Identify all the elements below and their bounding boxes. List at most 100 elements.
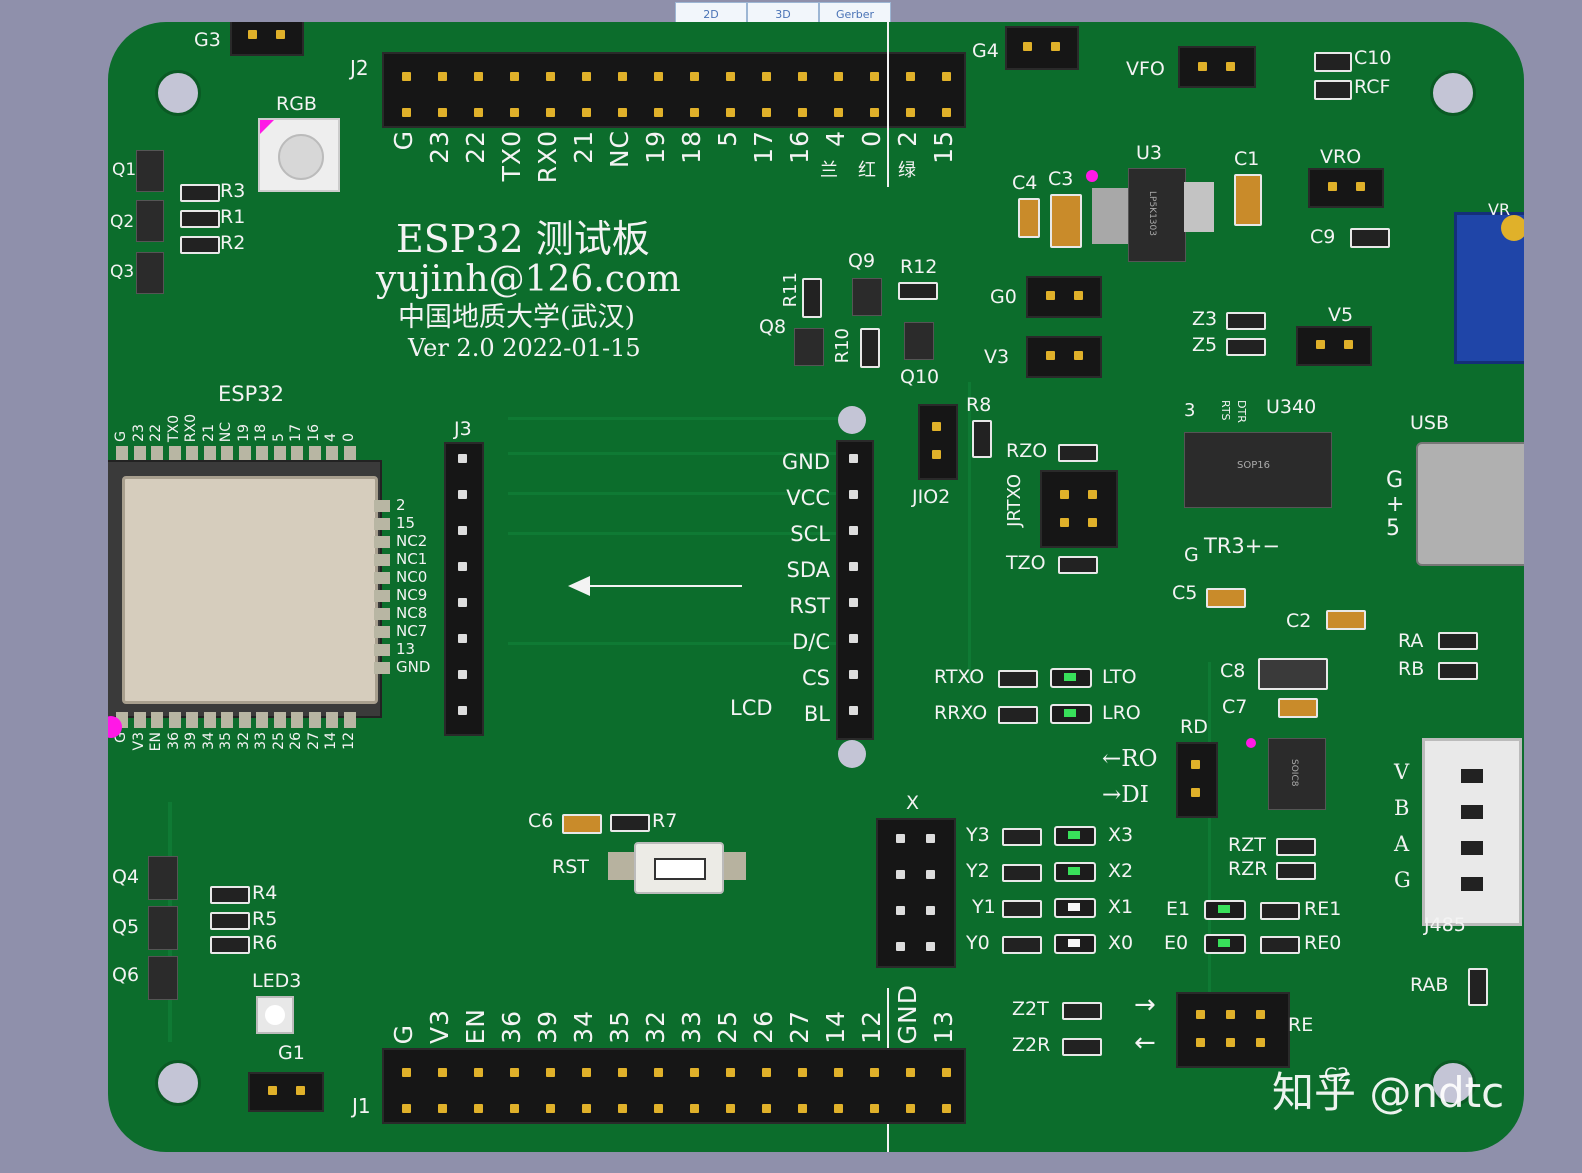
r2-label: R2 <box>220 232 246 254</box>
rs485-chip: SOIC8 <box>1268 738 1326 810</box>
header-pin <box>942 108 951 117</box>
vr-potentiometer[interactable] <box>1454 212 1524 364</box>
j1-pin-label: 13 <box>929 1010 958 1044</box>
led3-label: LED3 <box>252 970 302 992</box>
pin1-marker <box>108 716 122 738</box>
esp32-pad <box>203 712 216 728</box>
esp32-top-pin-label: TX0 <box>165 414 182 442</box>
j2-pin-label: 19 <box>641 130 670 164</box>
header-pin <box>582 72 591 81</box>
q2-label: Q2 <box>110 212 135 232</box>
z2t-arrow: → <box>1134 990 1156 1020</box>
esp32-pad <box>133 446 146 462</box>
q3-label: Q3 <box>110 262 135 282</box>
header-pin <box>546 1104 555 1113</box>
ro-label: ←RO <box>1102 746 1158 772</box>
esp32-bottom-pin-label: 25 <box>270 732 287 750</box>
r10-label: R10 <box>832 328 853 364</box>
esp32-pad <box>256 446 268 462</box>
j1-pin-label: 33 <box>677 1010 706 1044</box>
esp32-pad <box>221 712 233 728</box>
header-pin <box>654 108 663 117</box>
c5-label: C5 <box>1172 582 1198 604</box>
j2-pin-label: 21 <box>569 130 598 164</box>
re-header <box>1176 992 1290 1068</box>
lcd-header <box>836 440 874 740</box>
rb-label: RB <box>1398 658 1425 680</box>
tzo-label: TZO <box>1006 552 1046 574</box>
header-pin <box>942 72 951 81</box>
u340-chip: SOP16 <box>1184 432 1332 508</box>
c10-label: C10 <box>1354 47 1392 69</box>
esp32-pad <box>116 446 128 462</box>
esp32-pad <box>186 712 198 728</box>
header-pin <box>942 1068 951 1077</box>
lcd-pin-label: RST <box>789 594 830 618</box>
j1-pin-label: 14 <box>821 1010 850 1044</box>
tr3-label: TR3+− <box>1204 534 1280 558</box>
header-pin <box>510 108 519 117</box>
q4-label: Q4 <box>112 866 140 888</box>
esp32-pad <box>308 712 321 728</box>
j1-pin-label: 25 <box>713 1010 742 1044</box>
usb-c-connector[interactable] <box>1416 442 1524 566</box>
esp32-bottom-pin-label: 14 <box>323 732 339 750</box>
r5-label: R5 <box>252 908 278 930</box>
esp32-pad <box>203 446 216 462</box>
esp32-pad <box>133 712 146 728</box>
esp32-pad <box>151 446 163 462</box>
header-pin <box>762 72 771 81</box>
j2-header <box>382 52 966 128</box>
esp32-right-pin-label: NC0 <box>396 568 428 586</box>
re-label: RE <box>1288 1014 1314 1036</box>
x-header <box>876 818 956 968</box>
header-pin <box>438 72 447 81</box>
rst-button[interactable] <box>634 842 724 894</box>
g1-label: G1 <box>278 1042 305 1064</box>
esp32-top-pin-label: G <box>113 431 129 442</box>
q1-transistor <box>136 150 164 192</box>
esp32-pad <box>151 712 163 728</box>
q2-transistor <box>136 200 164 242</box>
e1-led <box>1204 900 1246 920</box>
header-pin <box>690 1068 699 1077</box>
r8-label: R8 <box>966 394 992 416</box>
esp32-top-pin-label: 23 <box>130 424 147 442</box>
header-pin <box>402 1068 411 1077</box>
x0-label: X0 <box>1108 932 1134 954</box>
header-pin <box>510 72 519 81</box>
lcd-pin-label: CS <box>802 666 830 690</box>
v3-header <box>1026 336 1102 378</box>
header-pin <box>582 1068 591 1077</box>
r6-label: R6 <box>252 932 278 954</box>
esp32-top-pin-label: RX0 <box>183 413 199 442</box>
esp32-top-pin-label: NC <box>218 421 234 442</box>
esp32-top-pin-label: 22 <box>148 424 164 442</box>
board-version: Ver 2.0 2022-01-15 <box>408 334 641 362</box>
c2-lower-label: C2 <box>1324 1064 1350 1086</box>
x1-led <box>1054 898 1096 918</box>
x0-led <box>1054 934 1096 954</box>
j485-connector <box>1422 738 1522 926</box>
esp32-pad <box>374 644 390 656</box>
x2-led <box>1054 862 1096 882</box>
j2-pin-label: 23 <box>425 130 454 164</box>
esp32-bottom-pin-label: 33 <box>253 732 269 750</box>
header-pin <box>726 1068 735 1077</box>
u340-g-label: G <box>1184 544 1199 566</box>
header-pin <box>870 72 879 81</box>
q6-transistor <box>148 956 178 1000</box>
g3-label: G3 <box>194 29 221 51</box>
j2-pin-label: 0 <box>857 130 886 147</box>
header-pin <box>762 1068 771 1077</box>
mounting-hole <box>155 70 201 116</box>
j1-pin-label: 39 <box>533 1010 562 1044</box>
esp32-module <box>108 460 382 718</box>
rd-label: RD <box>1180 716 1208 738</box>
q5-label: Q5 <box>112 916 140 938</box>
header-pin <box>762 1104 771 1113</box>
header-pin <box>906 72 915 81</box>
lro-led <box>1050 704 1092 724</box>
x-label: X <box>906 792 920 814</box>
esp32-pad <box>168 446 181 462</box>
